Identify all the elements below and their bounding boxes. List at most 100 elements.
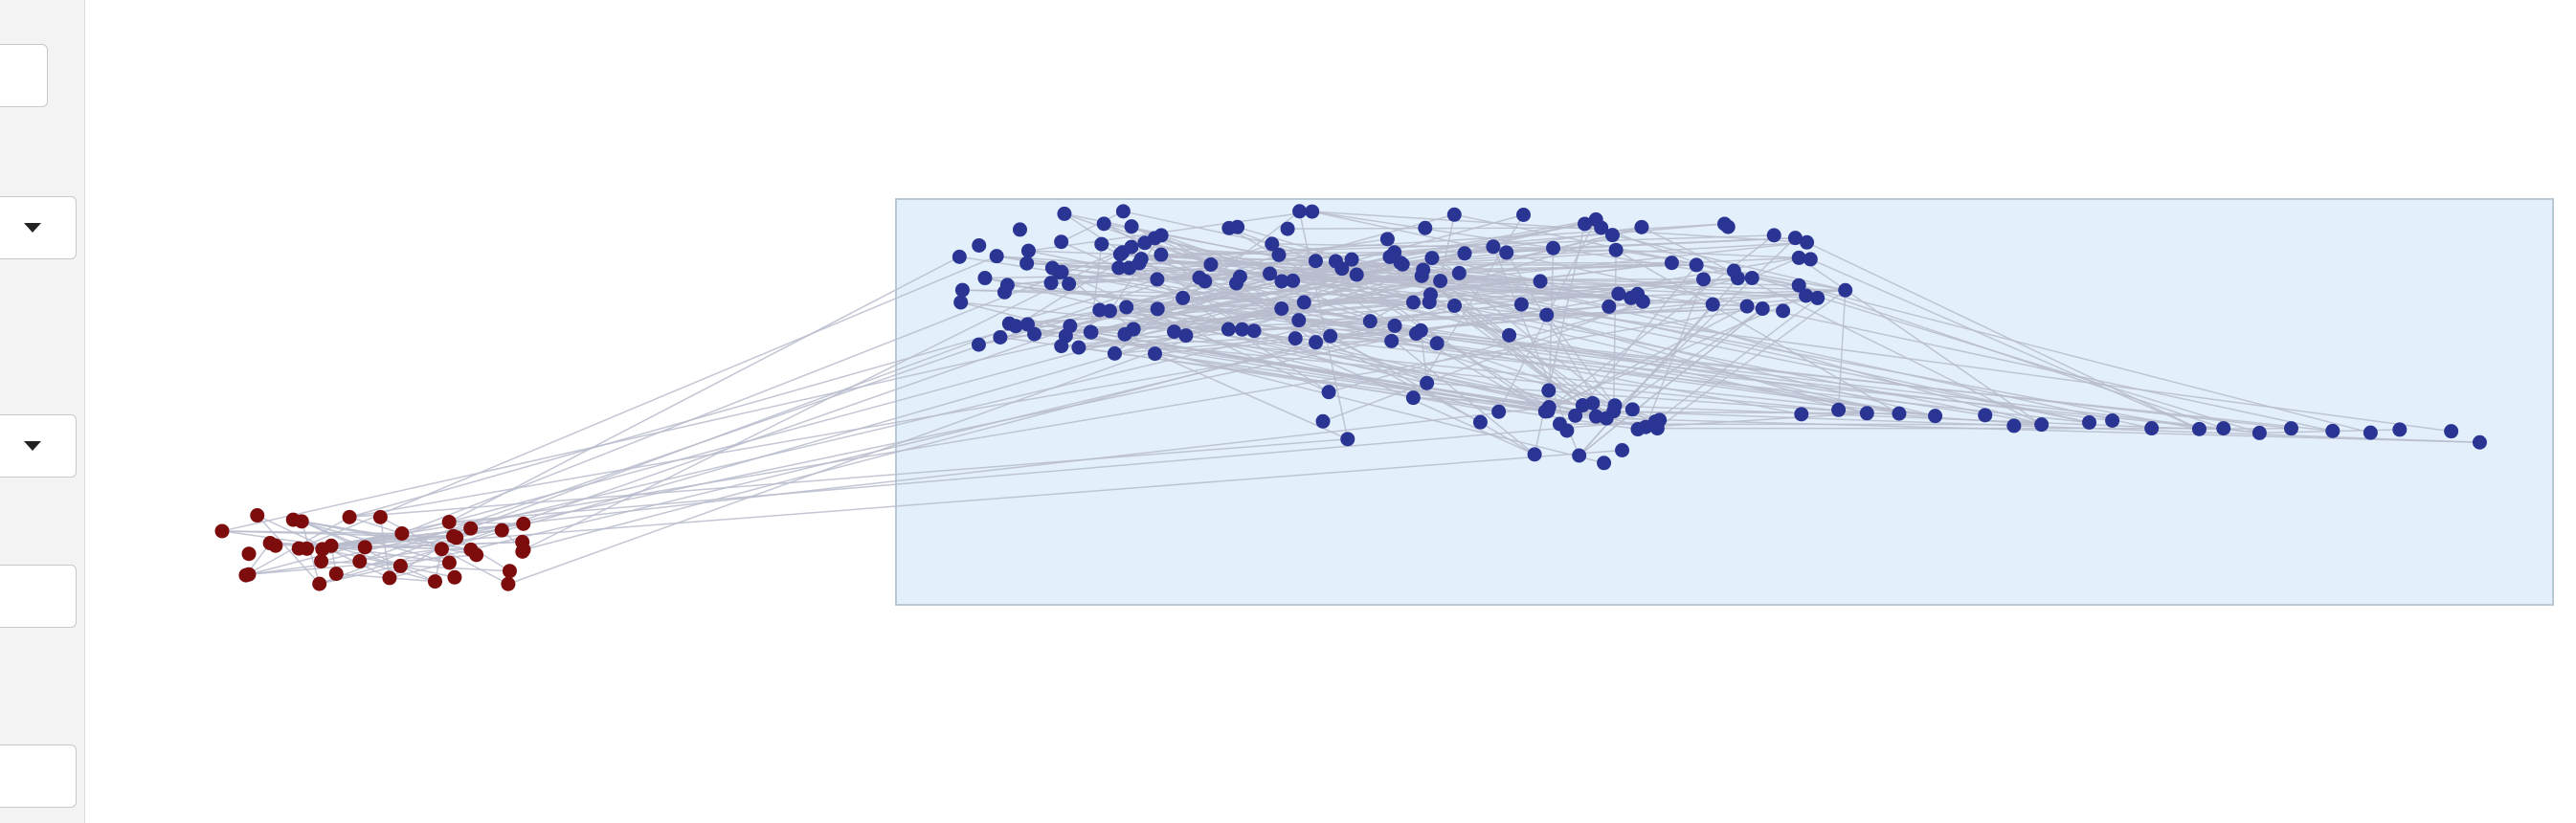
graph-node-red[interactable] — [241, 546, 257, 562]
graph-node-blue[interactable] — [1405, 295, 1421, 310]
graph-node-blue[interactable] — [1246, 323, 1262, 339]
dropdown-2[interactable] — [0, 196, 77, 259]
graph-node-blue[interactable] — [1516, 207, 1532, 222]
graph-node-blue[interactable] — [1230, 219, 1245, 234]
graph-node-blue[interactable] — [1831, 402, 1847, 417]
graph-node-blue[interactable] — [2325, 423, 2341, 438]
graph-node-red[interactable] — [328, 567, 344, 582]
graph-node-blue[interactable] — [1263, 266, 1278, 281]
graph-node-blue[interactable] — [1063, 319, 1078, 334]
graph-node-blue[interactable] — [2283, 421, 2298, 436]
graph-node-blue[interactable] — [1154, 247, 1169, 262]
graph-node-blue[interactable] — [1499, 245, 1514, 260]
graph-node-blue[interactable] — [1803, 252, 1818, 267]
graph-node-blue[interactable] — [1457, 246, 1472, 261]
graph-node-red[interactable] — [502, 564, 517, 579]
graph-node-blue[interactable] — [1340, 432, 1355, 447]
graph-node-blue[interactable] — [1776, 303, 1791, 319]
graph-node-red[interactable] — [516, 516, 531, 531]
graph-node-blue[interactable] — [971, 337, 986, 352]
graph-node-blue[interactable] — [1433, 274, 1448, 289]
graph-node-red[interactable] — [241, 567, 257, 582]
graph-node-blue[interactable] — [1122, 260, 1137, 276]
graph-node-red[interactable] — [214, 523, 230, 539]
graph-node-blue[interactable] — [1766, 228, 1781, 243]
graph-node-blue[interactable] — [1119, 300, 1134, 315]
graph-node-blue[interactable] — [1794, 407, 1809, 422]
graph-node-blue[interactable] — [1115, 245, 1131, 260]
graph-node-blue[interactable] — [1513, 297, 1529, 312]
graph-node-blue[interactable] — [1291, 313, 1307, 328]
graph-node-red[interactable] — [291, 541, 306, 556]
graph-node-red[interactable] — [342, 509, 357, 524]
graph-node-red[interactable] — [463, 521, 479, 536]
graph-node-blue[interactable] — [1115, 204, 1131, 219]
graph-node-blue[interactable] — [1422, 287, 1438, 302]
graph-node-blue[interactable] — [972, 237, 987, 253]
graph-node-blue[interactable] — [1588, 211, 1603, 227]
graph-node-blue[interactable] — [1349, 267, 1364, 282]
graph-node-blue[interactable] — [1446, 207, 1462, 222]
graph-node-blue[interactable] — [1111, 260, 1127, 276]
graph-node-blue[interactable] — [1094, 236, 1109, 252]
graph-node-blue[interactable] — [1027, 326, 1042, 342]
graph-node-blue[interactable] — [1362, 314, 1378, 329]
graph-node-blue[interactable] — [1695, 272, 1711, 287]
graph-node-blue[interactable] — [1107, 345, 1122, 361]
graph-node-blue[interactable] — [1235, 322, 1250, 337]
graph-node-blue[interactable] — [2216, 421, 2231, 436]
graph-node-blue[interactable] — [1602, 299, 1617, 314]
graph-node-blue[interactable] — [1321, 385, 1336, 400]
graph-node-red[interactable] — [372, 509, 388, 524]
graph-node-blue[interactable] — [2363, 425, 2378, 440]
graph-node-blue[interactable] — [1178, 328, 1194, 344]
graph-node-blue[interactable] — [1810, 290, 1826, 305]
graph-node-blue[interactable] — [1446, 298, 1462, 313]
graph-node-blue[interactable] — [953, 295, 969, 310]
graph-node-red[interactable] — [494, 523, 509, 538]
graph-node-blue[interactable] — [1575, 398, 1590, 413]
graph-node-red[interactable] — [427, 574, 442, 589]
graph-node-red[interactable] — [262, 536, 278, 551]
graph-node-blue[interactable] — [1664, 256, 1679, 271]
graph-node-blue[interactable] — [1154, 228, 1169, 243]
graph-node-blue[interactable] — [1607, 398, 1623, 413]
graph-node-blue[interactable] — [1608, 242, 1624, 257]
graph-node-blue[interactable] — [1978, 408, 1993, 423]
graph-node-blue[interactable] — [1597, 456, 1612, 471]
graph-node-blue[interactable] — [1604, 228, 1620, 243]
graph-node-blue[interactable] — [1057, 206, 1072, 221]
graph-node-red[interactable] — [314, 554, 329, 569]
graph-node-blue[interactable] — [1791, 278, 1806, 293]
graph-node-blue[interactable] — [1384, 333, 1400, 348]
graph-node-blue[interactable] — [1418, 220, 1433, 235]
graph-node-blue[interactable] — [1387, 245, 1402, 260]
graph-node-red[interactable] — [447, 569, 462, 585]
graph-node-blue[interactable] — [1126, 322, 1141, 337]
graph-node-blue[interactable] — [1611, 286, 1626, 301]
graph-node-blue[interactable] — [1624, 402, 1640, 417]
graph-node-blue[interactable] — [993, 329, 1008, 345]
graph-node-blue[interactable] — [1379, 232, 1395, 247]
graph-node-blue[interactable] — [1451, 265, 1467, 280]
graph-node-blue[interactable] — [1020, 243, 1036, 258]
graph-node-blue[interactable] — [1387, 318, 1402, 333]
graph-node-blue[interactable] — [1148, 346, 1163, 362]
graph-node-blue[interactable] — [1720, 219, 1736, 234]
graph-node-blue[interactable] — [1344, 252, 1359, 267]
text-input-2[interactable] — [0, 745, 77, 808]
graph-node-blue[interactable] — [1726, 263, 1741, 278]
graph-node-blue[interactable] — [1652, 412, 1668, 428]
graph-nodes[interactable] — [214, 204, 2487, 591]
graph-node-blue[interactable] — [1198, 274, 1213, 289]
graph-node-blue[interactable] — [952, 249, 967, 264]
graph-node-blue[interactable] — [1429, 336, 1445, 351]
graph-node-blue[interactable] — [977, 271, 993, 286]
graph-node-red[interactable] — [250, 508, 265, 523]
graph-node-blue[interactable] — [1054, 339, 1069, 354]
graph-node-blue[interactable] — [1221, 322, 1236, 337]
graph-node-blue[interactable] — [1062, 277, 1077, 292]
graph-node-blue[interactable] — [1288, 331, 1303, 346]
graph-node-blue[interactable] — [1271, 247, 1287, 262]
